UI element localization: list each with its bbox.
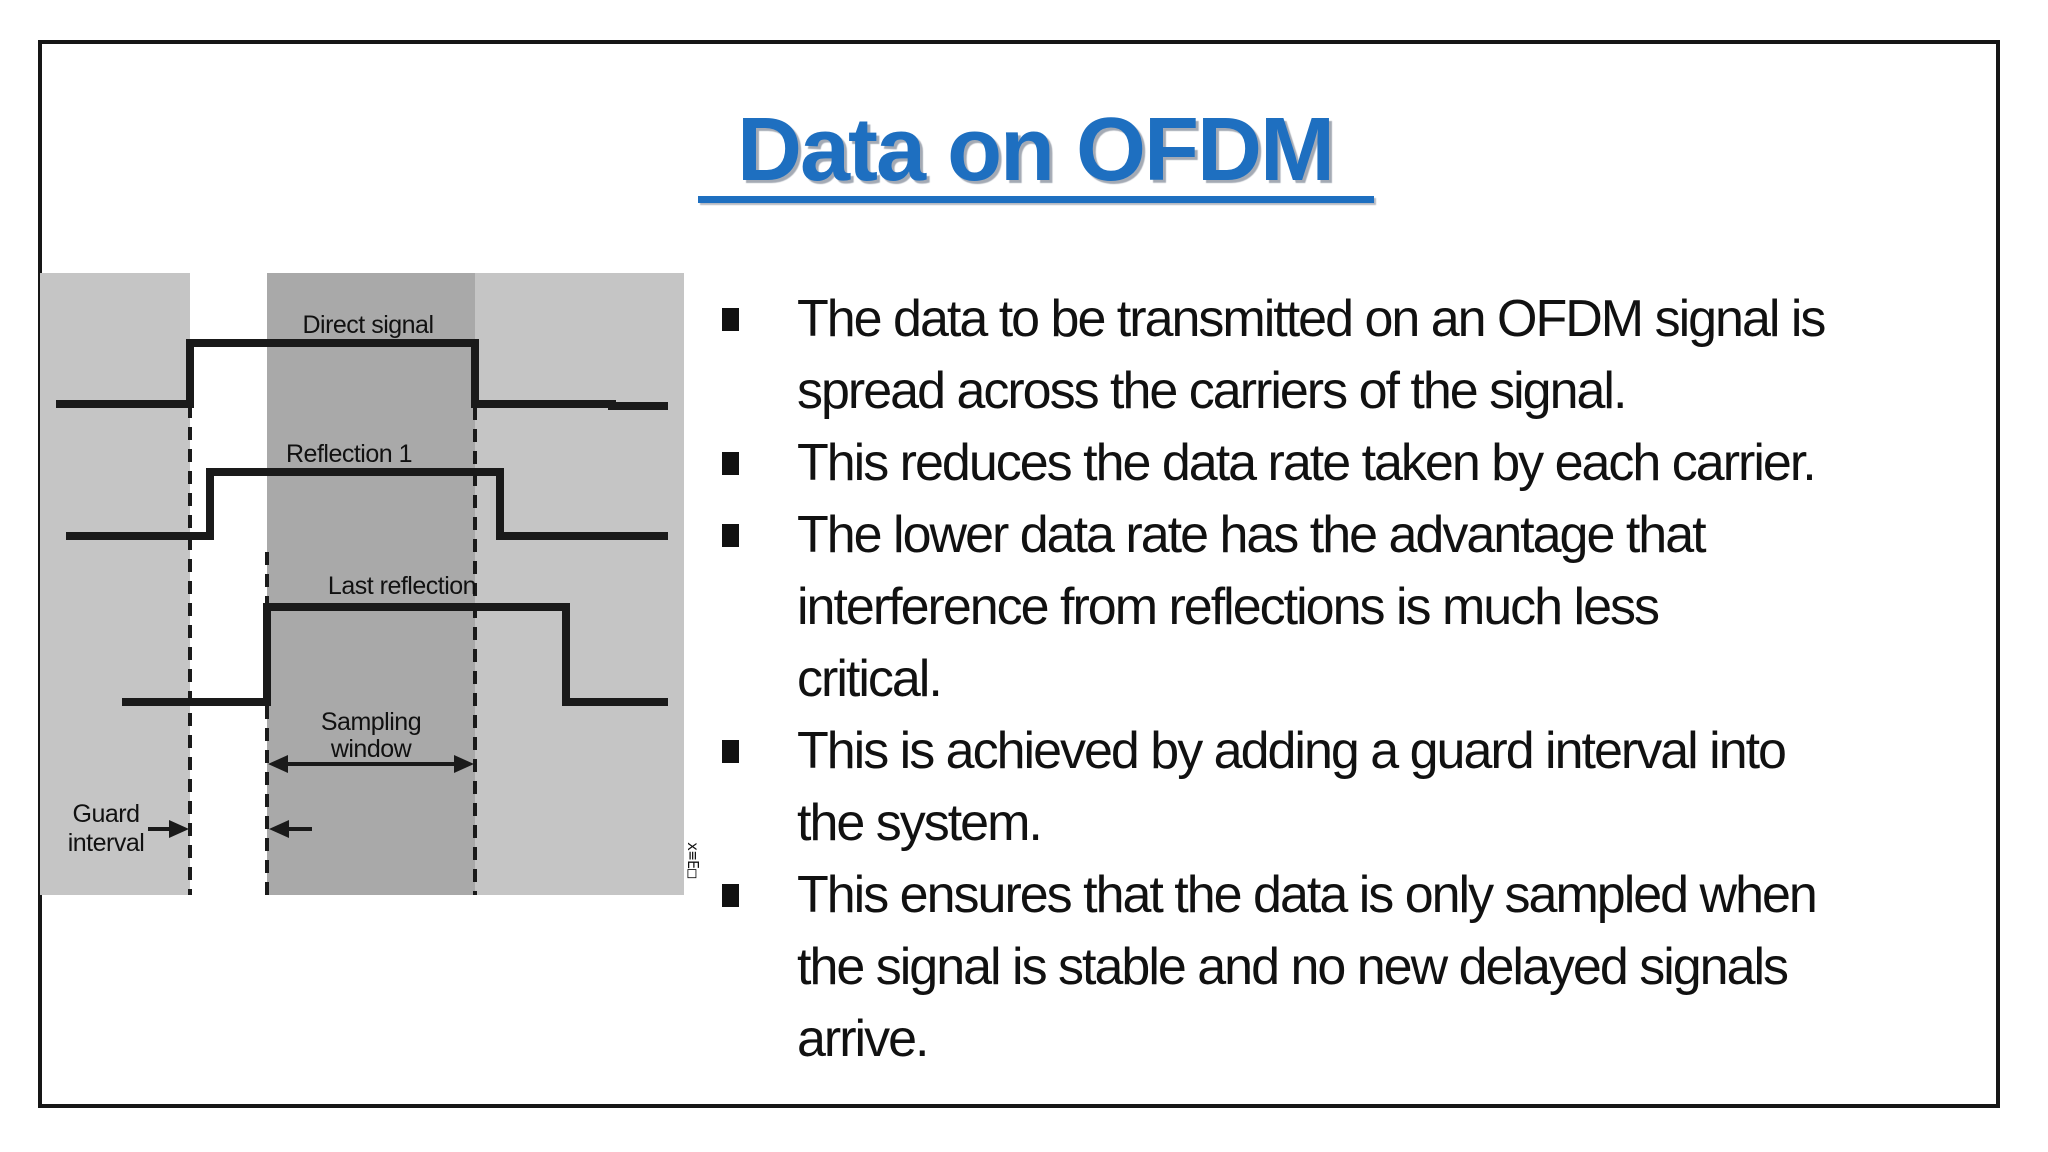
bullet-text: The lower data rate has the advantage th…: [797, 506, 1707, 708]
last-reflection-label: Last reflection: [328, 572, 476, 600]
bullet-item: The lower data rate has the advantage th…: [720, 499, 2000, 715]
bullet-square-icon: [722, 740, 739, 763]
bullet-text: This ensures that the data is only sampl…: [797, 866, 1818, 1068]
band-right-light: [475, 273, 684, 895]
bullet-list: The data to be transmitted on an OFDM si…: [720, 283, 2000, 1075]
page-title: Data on OFDM: [737, 100, 1335, 200]
bullet-text: This reduces the data rate taken by each…: [797, 434, 1817, 492]
bullet-item: This reduces the data rate taken by each…: [720, 427, 2000, 499]
vertical-side-marker-text: x≡E□: [684, 842, 702, 878]
band-sampling-dark: [267, 273, 475, 895]
bullet-item: This ensures that the data is only sampl…: [720, 859, 2000, 1075]
reflection1-label: Reflection 1: [286, 440, 412, 468]
title-underline: [698, 196, 1374, 203]
bullet-item: The data to be transmitted on an OFDM si…: [720, 283, 2000, 427]
sampling-window-label-line2: window: [330, 735, 413, 763]
guard-arrowhead-left-icon: [269, 820, 289, 838]
direct-signal-waveform: [56, 339, 668, 410]
bullet-square-icon: [722, 308, 739, 331]
band-left-light: [40, 273, 190, 895]
arrowhead-left-icon: [268, 755, 288, 773]
bullet-square-icon: [722, 524, 739, 547]
guard-interval-label-line1: Guard: [73, 800, 140, 828]
reflection1-waveform: [66, 468, 668, 540]
bullet-square-icon: [722, 452, 739, 475]
bullet-text: The data to be transmitted on an OFDM si…: [797, 290, 1826, 420]
guard-interval-label-line2: interval: [68, 829, 145, 857]
last-reflection-waveform: [122, 603, 668, 706]
bullet-square-icon: [722, 884, 739, 907]
sampling-window-label-line1: Sampling: [321, 708, 421, 736]
bullet-text: This is achieved by adding a guard inter…: [797, 722, 1787, 852]
arrowhead-right-icon: [454, 755, 474, 773]
bullet-item: This is achieved by adding a guard inter…: [720, 715, 2000, 859]
direct-signal-label: Direct signal: [302, 311, 433, 339]
guard-arrowhead-right-icon: [169, 820, 189, 838]
